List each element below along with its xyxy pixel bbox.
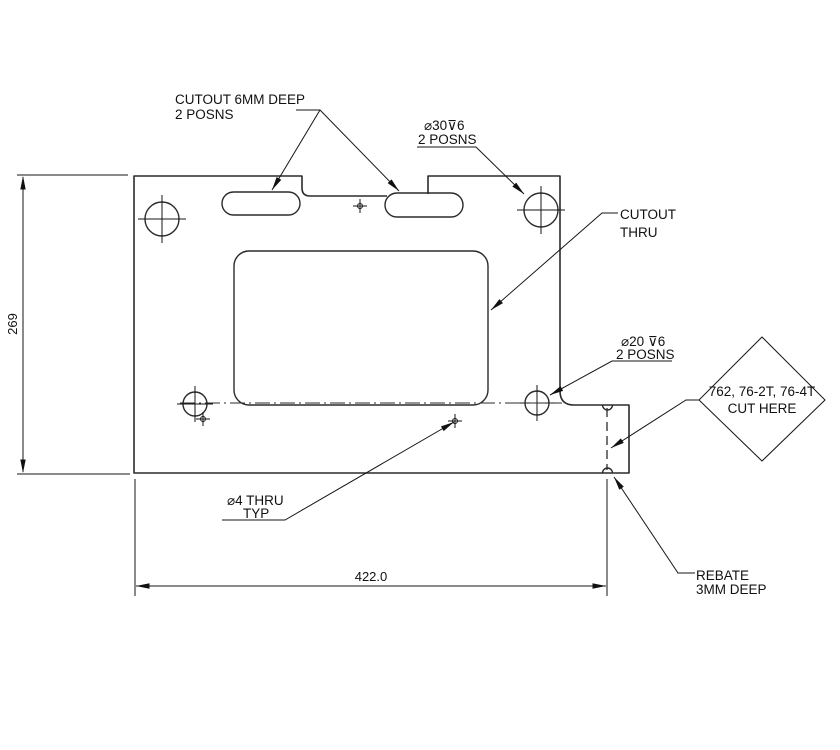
slot-cutout-left xyxy=(221,191,301,216)
label-counterbore-30-line2: 2 POSNS xyxy=(418,132,477,147)
label-rebate-line2: 3MM DEEP xyxy=(696,582,767,597)
rebate-notch-bottom xyxy=(601,467,614,474)
leader-counterbore-20 xyxy=(549,360,672,396)
label-cutout-thru-line1: CUTOUT xyxy=(620,207,676,222)
height-value: 269 xyxy=(5,313,20,335)
hole-4-bottom-center xyxy=(448,414,462,428)
hole-4-bottom-left xyxy=(196,412,210,426)
label-counterbore-20-line2: 2 POSNS xyxy=(616,347,675,362)
label-cutout-slots-line1: CUTOUT 6MM DEEP xyxy=(175,92,305,107)
leader-rebate xyxy=(613,476,695,574)
cut-here-line1: 762, 76-2T, 76-4T xyxy=(709,384,816,399)
counterbore-20-bottom-left xyxy=(177,386,213,422)
label-cutout-thru-line2: THRU xyxy=(620,225,658,240)
leader-cut-here xyxy=(610,399,699,449)
cut-here-tag: 762, 76-2T, 76-4T CUT HERE xyxy=(609,336,826,462)
leader-hole-4 xyxy=(222,421,455,521)
cut-here-line2: CUT HERE xyxy=(728,401,797,416)
label-cutout-slots-line2: 2 POSNS xyxy=(175,107,234,122)
label-rebate: REBATE 3MM DEEP xyxy=(611,475,767,597)
leader-cutout-thru xyxy=(490,212,618,311)
label-hole-4-line1: ⌀4 THRU xyxy=(227,493,284,508)
counterbore-30-top-right xyxy=(517,186,565,234)
label-rebate-line1: REBATE xyxy=(696,568,749,583)
leader-counterbore-30 xyxy=(417,146,525,195)
cut-here-diamond xyxy=(698,336,826,462)
label-counterbore-20: ⌀20 ⊽6 2 POSNS xyxy=(548,334,675,398)
leader-cutout-slots xyxy=(271,109,400,192)
width-value: 422.0 xyxy=(355,569,388,584)
label-cutout-slots: CUTOUT 6MM DEEP 2 POSNS xyxy=(175,92,401,193)
label-counterbore-20-line1: ⌀20 ⊽6 xyxy=(621,334,665,349)
label-counterbore-30-line1: ⌀30⊽6 xyxy=(424,118,465,133)
label-counterbore-30: ⌀30⊽6 2 POSNS xyxy=(417,118,526,196)
label-hole-4: ⌀4 THRU TYP xyxy=(222,419,456,521)
counterbore-30-top-left xyxy=(138,195,186,243)
hole-4-top-center xyxy=(353,199,367,213)
plate-outline xyxy=(133,175,630,474)
rebate-notch-top xyxy=(601,404,614,411)
dimension-width: 422.0 xyxy=(134,479,608,596)
label-cutout-thru: CUTOUT THRU xyxy=(489,207,676,313)
center-cutout xyxy=(233,250,489,406)
dimension-height: 269 xyxy=(5,174,130,475)
label-hole-4-line2: TYP xyxy=(243,506,269,521)
slot-cutout-right xyxy=(384,192,464,218)
